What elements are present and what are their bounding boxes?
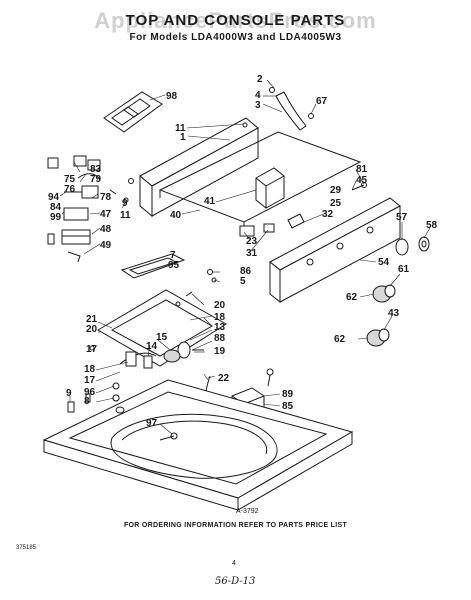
callout-1: 1 — [180, 132, 186, 143]
callout-25: 25 — [330, 198, 342, 209]
callout-20-right: 20 — [214, 300, 226, 311]
callout-99: 99 — [50, 212, 62, 223]
callout-94: 94 — [48, 192, 60, 203]
handwritten-note: 56-D-13 — [215, 576, 256, 587]
callout-61: 61 — [398, 264, 410, 275]
watermark: AppliancePartsPros.com — [94, 8, 377, 33]
callout-21: 21 — [86, 314, 98, 325]
callout-3: 3 — [255, 100, 261, 111]
callout-43: 43 — [388, 308, 400, 319]
callout-5: 5 — [240, 276, 246, 287]
callout-75: 75 — [64, 174, 76, 185]
diagram-subtitle: For Models LDA4000W3 and LDA4005W3 — [129, 32, 342, 43]
part-8-9-96-pins-drawing — [67, 393, 125, 414]
callout-49: 49 — [100, 240, 112, 251]
part-57-58-knob-drawing — [395, 236, 430, 256]
part-62-knob-drawing — [366, 284, 396, 347]
callout-67: 67 — [316, 96, 328, 107]
callout-29: 29 — [330, 185, 342, 196]
callout-labels: 98 2 4 3 67 11 1 81 45 29 25 83 75 79 76… — [48, 74, 438, 429]
callout-9-lower: 9 — [66, 388, 72, 399]
callout-98: 98 — [166, 91, 178, 102]
callout-13: 13 — [214, 322, 226, 333]
callout-57: 57 — [396, 212, 408, 223]
callout-20-left: 20 — [86, 324, 98, 335]
callout-7: 7 — [170, 250, 176, 261]
callout-81: 81 — [356, 164, 368, 175]
part-98-panel-drawing — [103, 91, 163, 133]
callout-2: 2 — [257, 74, 263, 85]
callout-14: 14 — [146, 341, 158, 352]
callout-32: 32 — [322, 209, 334, 220]
callout-58: 58 — [426, 220, 438, 231]
callout-8: 8 — [84, 396, 90, 407]
callout-83: 83 — [90, 164, 102, 175]
callout-78: 78 — [100, 192, 112, 203]
callout-48: 48 — [100, 224, 112, 235]
callout-23: 23 — [246, 236, 258, 247]
callout-76: 76 — [64, 184, 76, 195]
callout-79: 79 — [90, 174, 102, 185]
callout-88: 88 — [214, 333, 226, 344]
callout-17-upper: 17 — [86, 344, 98, 355]
callout-62-upper: 62 — [346, 292, 358, 303]
part-4-3-bracket-drawing — [269, 87, 314, 131]
drawing-code: A-3792 — [236, 508, 259, 515]
left-small-parts-drawing — [47, 155, 129, 263]
part-20-lid-frame-drawing — [89, 289, 227, 367]
callout-85: 85 — [282, 401, 294, 412]
page-number: 4 — [232, 560, 236, 567]
callout-45: 45 — [356, 175, 368, 186]
leader-lines — [59, 79, 431, 435]
callout-89: 89 — [282, 389, 294, 400]
diagram-title: TOP AND CONSOLE PARTS — [125, 12, 346, 29]
document-part-number: 375185 — [16, 545, 37, 551]
callout-95: 95 — [168, 260, 180, 271]
callout-97: 97 — [146, 418, 158, 429]
callout-47: 47 — [100, 209, 112, 220]
callout-11: 11 — [175, 123, 186, 134]
callout-19: 19 — [214, 346, 226, 357]
callout-84: 84 — [50, 202, 62, 213]
callout-11-left: 11 — [120, 210, 131, 221]
callout-4: 4 — [255, 90, 261, 101]
callout-41: 41 — [204, 196, 216, 207]
callout-62-lower: 62 — [334, 334, 346, 345]
part-1-back-panel-drawing — [128, 117, 259, 218]
callout-86: 86 — [240, 266, 252, 277]
callout-18-right: 18 — [214, 312, 226, 323]
callout-9-upper: 9 — [122, 198, 128, 209]
callout-31: 31 — [246, 248, 258, 259]
callout-17-lower: 17 — [84, 375, 96, 386]
callout-54: 54 — [378, 257, 390, 268]
callout-40: 40 — [170, 210, 182, 221]
callout-15: 15 — [156, 332, 168, 343]
callout-22: 22 — [218, 373, 230, 384]
ordering-note: FOR ORDERING INFORMATION REFER TO PARTS … — [123, 522, 348, 529]
part-54-control-panel-drawing — [269, 182, 401, 304]
callout-18-left: 18 — [84, 364, 96, 375]
callout-96: 96 — [84, 387, 96, 398]
part-7-lid-handle-drawing — [120, 253, 217, 283]
